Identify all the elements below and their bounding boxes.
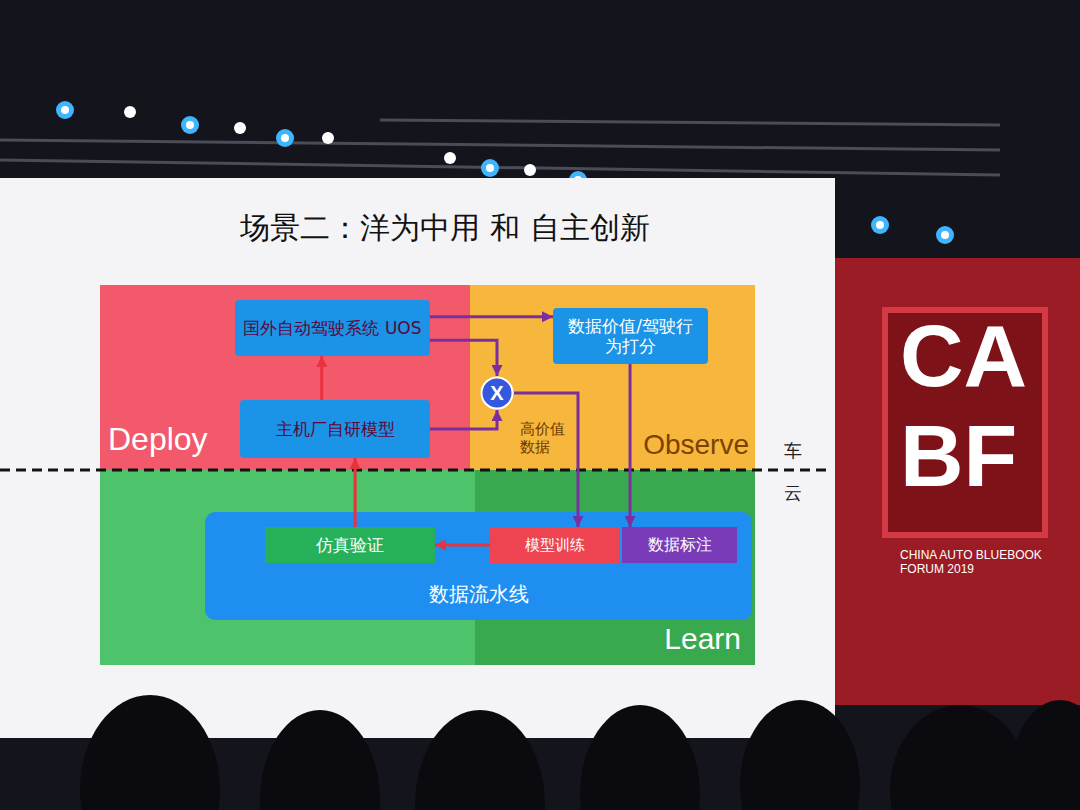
operator-symbol: X xyxy=(490,381,503,405)
flow-arrow xyxy=(430,410,497,429)
flow-arrow xyxy=(430,340,497,376)
forum-name: CHINA AUTO BLUEBOOK FORUM 2019 xyxy=(900,548,1050,577)
text-group: Deploy xyxy=(108,420,208,458)
text-group: 数据标注 xyxy=(648,535,712,554)
logo-frame xyxy=(885,310,1045,535)
zone-label: 车 xyxy=(784,440,802,462)
vehicle-cloud-divider xyxy=(0,469,828,472)
lighting-truss xyxy=(0,120,1000,175)
connector-label: 高价值数据 xyxy=(520,420,568,456)
process-box: 仿真验证 xyxy=(265,527,435,563)
box-label: 数据价值/驾驶行为打分 xyxy=(561,316,700,357)
flow-arrow xyxy=(354,458,357,527)
audience-heads xyxy=(80,695,1080,810)
text-group: 数据价值/驾驶行为打分 xyxy=(561,316,700,357)
zone-label: 云 xyxy=(784,482,802,504)
box-label: 数据标注 xyxy=(648,535,712,554)
text-group: Observe xyxy=(643,428,749,462)
text-group: 主机厂自研模型 xyxy=(276,419,395,439)
slide-title: 场景二：洋为中用 和 自主创新 xyxy=(120,210,770,246)
box-label: 模型训练 xyxy=(525,536,585,554)
text-group: 国外自动驾驶系统 UOS xyxy=(243,318,421,338)
slide-screen xyxy=(0,178,835,738)
flow-arrow xyxy=(430,315,553,318)
merge-circle: X xyxy=(480,376,514,410)
process-box: 数据价值/驾驶行为打分 xyxy=(553,308,708,364)
pipeline-band: 数据流水线 仿真验证 模型训练 数据标注 xyxy=(205,512,752,620)
quadrant-label: Observe xyxy=(643,428,749,462)
flow-arrow xyxy=(514,393,578,527)
text-group: 数据流水线 xyxy=(429,582,529,606)
text-group: Learn xyxy=(664,621,741,657)
logo-letters: BF xyxy=(900,412,1017,500)
text-group: 仿真验证 xyxy=(316,535,384,555)
text-group: 模型训练 xyxy=(525,536,585,554)
flow-arrow xyxy=(435,544,490,547)
logo-letters: CA xyxy=(900,312,1027,400)
process-box: 数据标注 xyxy=(622,527,737,563)
flow-arrow xyxy=(320,356,323,400)
text-group: X xyxy=(490,381,503,405)
flow-arrow xyxy=(629,364,632,527)
box-label: 国外自动驾驶系统 UOS xyxy=(243,318,421,338)
quadrant-label: Learn xyxy=(664,621,741,657)
process-box: 模型训练 xyxy=(490,527,620,563)
quadrant-label: Deploy xyxy=(108,420,208,458)
box-label: 仿真验证 xyxy=(316,535,384,555)
quadrant-panel: Deploy 国外自动驾驶系统 UOS 主机厂自研模型 xyxy=(100,285,470,470)
quadrant-panel: Observe X 数据价值/驾驶行为打分 xyxy=(470,285,755,470)
circle-fill xyxy=(482,378,513,409)
process-box: 国外自动驾驶系统 UOS xyxy=(235,300,430,356)
box-label: 主机厂自研模型 xyxy=(276,419,395,439)
process-box: 主机厂自研模型 xyxy=(240,400,430,458)
band-label: 数据流水线 xyxy=(429,582,529,606)
forum-banner xyxy=(835,258,1080,705)
